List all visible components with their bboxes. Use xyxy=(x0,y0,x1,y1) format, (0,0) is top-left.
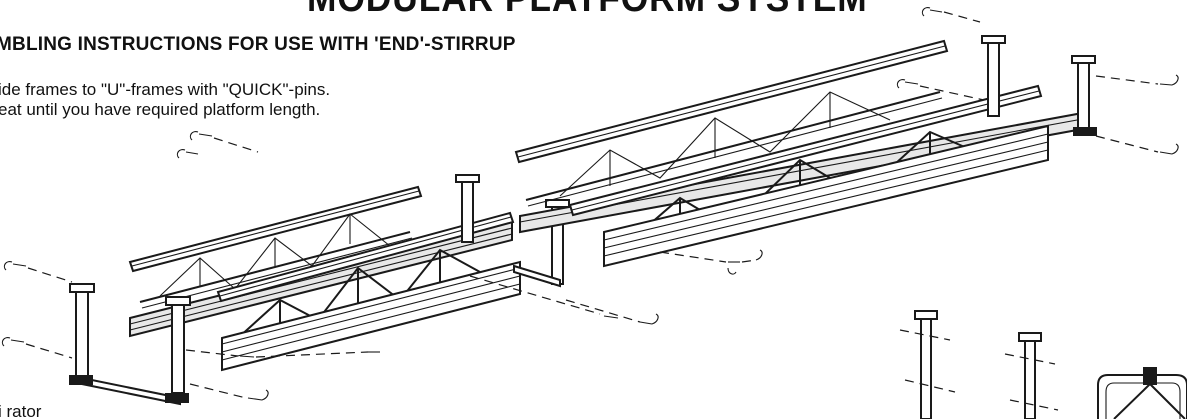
quick-pins xyxy=(1,7,1179,401)
bottom-caption: i rator xyxy=(0,402,42,419)
right-platform-module xyxy=(514,35,1097,268)
instruction-step-2: eat until you have required platform len… xyxy=(0,100,321,119)
document-subtitle: MBLING INSTRUCTIONS FOR USE WITH 'END'-S… xyxy=(0,34,516,55)
document-title: MODULAR PLATFORM SYSTEM xyxy=(307,0,868,21)
instruction-step-1: ide frames to "U"-frames with "QUICK"-pi… xyxy=(0,80,331,99)
left-platform-module xyxy=(69,174,570,406)
spare-frame-components xyxy=(899,310,1187,419)
